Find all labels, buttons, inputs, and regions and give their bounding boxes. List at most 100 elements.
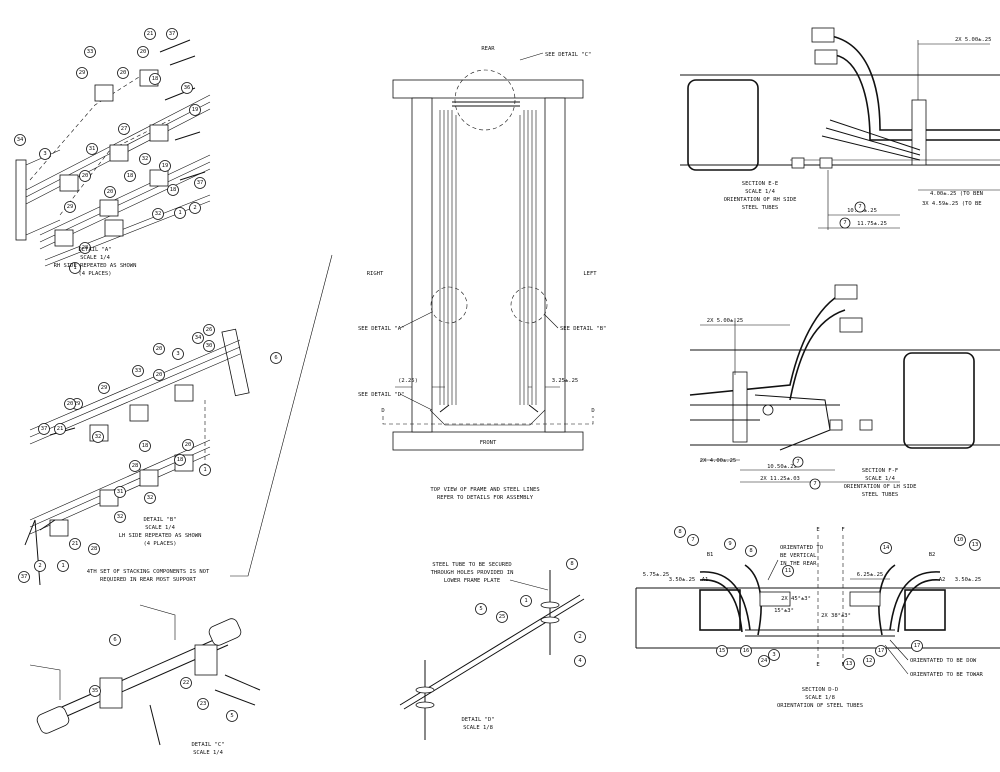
- detail-a-clamp: [104, 219, 124, 237]
- section-dd-orient-1: ORIENTATED TO: [780, 545, 823, 551]
- cut-line-d-left: D: [381, 408, 384, 414]
- callout-balloon-number: 32: [155, 211, 162, 217]
- callout-balloon-number: 28: [132, 463, 139, 469]
- callout-balloon-number: 35: [92, 688, 99, 694]
- callout-balloon: [167, 184, 179, 196]
- callout-balloon-number: 20: [82, 173, 89, 179]
- callout-balloon: [159, 160, 171, 172]
- section-ff-balloon-a: 7: [796, 459, 799, 465]
- frame-rear-crossmember: [392, 79, 584, 99]
- detail-d-title: DETAIL "D": [461, 717, 494, 723]
- detail-b-callout-circle: [510, 286, 548, 324]
- callout-balloon: [181, 82, 193, 94]
- section-dd-orient-toward: ORIENTATED TO BE TOWAR: [910, 672, 984, 678]
- section-ee-balloon-a: 7: [858, 204, 861, 210]
- detail-b-clamp: [99, 489, 119, 507]
- section-ff-dim-3: 2X 11.25±.03: [760, 476, 800, 482]
- callout-balloon-number: 21: [57, 426, 64, 432]
- callout-balloon: [166, 28, 178, 40]
- top-view-see-detail-c: SEE DETAIL "C": [545, 52, 591, 58]
- section-dd-tank-left: [699, 589, 741, 631]
- frame-right-rail: [411, 97, 433, 433]
- section-dd-a1: A1: [702, 577, 709, 583]
- callout-balloon: [144, 28, 156, 40]
- callout-balloon-number: 20: [140, 49, 147, 55]
- callout-balloon-number: 3: [772, 652, 775, 658]
- callout-balloon-number: 37: [21, 574, 28, 580]
- section-dd-dim-left-2: 3.50±.25: [669, 577, 696, 583]
- callout-balloon: [92, 431, 104, 443]
- callout-balloon: [34, 560, 46, 572]
- callout-balloon-number: 29: [74, 401, 81, 407]
- callout-balloon: [574, 631, 586, 643]
- callout-balloon: [54, 423, 66, 435]
- section-ee-dim-2: 3X 4.59±.25 (TO BE: [922, 201, 982, 207]
- section-ee-view: 2X 5.00±.25 4.00±.25 (TO BEN 3X 4.59±.25…: [680, 27, 1000, 230]
- section-ff-scale: SCALE 1/4: [865, 476, 895, 482]
- detail-b-clamp: [139, 469, 159, 487]
- callout-balloon: [875, 645, 887, 657]
- callout-balloon: [863, 655, 875, 667]
- callout-balloon-number: 8: [749, 548, 752, 554]
- section-ee-balloon-b: 7: [843, 220, 846, 226]
- callout-balloon-number: 1: [178, 210, 181, 216]
- steel-lines-left: [519, 110, 537, 405]
- top-view-caption-1: TOP VIEW OF FRAME AND STEEL LINES: [430, 487, 539, 493]
- callout-balloon-number: 29: [79, 70, 86, 76]
- section-dd-tubes-left: [699, 564, 762, 636]
- callout-balloon: [687, 534, 699, 546]
- callout-balloon-number: 3: [43, 151, 46, 157]
- section-dd-orient-3: IN THE REAR: [780, 561, 817, 567]
- callout-balloon-number: 31: [89, 146, 96, 152]
- detail-a-clamp: [149, 169, 169, 187]
- callout-balloon: [226, 710, 238, 722]
- callout-balloon-number: 27: [121, 126, 128, 132]
- detail-a-scale: SCALE 1/4: [80, 255, 110, 261]
- callout-balloon: [64, 201, 76, 213]
- callout-balloon: [172, 348, 184, 360]
- callout-balloon-number: 13: [972, 542, 979, 548]
- section-ff-dim-top: 2X 5.00±.25: [707, 318, 743, 324]
- callout-balloon-number: 32: [142, 156, 149, 162]
- callout-balloon: [79, 242, 91, 254]
- section-ff-dim-2: 10.50±.25: [767, 464, 797, 470]
- section-ff-dim-1: 2X 4.00±.25: [700, 458, 736, 464]
- callout-balloon-number: 3: [176, 351, 179, 357]
- callout-balloon: [124, 170, 136, 182]
- callout-balloon: [199, 464, 211, 476]
- callout-balloon: [969, 539, 981, 551]
- callout-balloon-number: 8: [570, 561, 573, 567]
- callout-balloon: [880, 542, 892, 554]
- callout-balloon: [203, 340, 215, 352]
- detail-b-note: LH SIDE REPEATED AS SHOWN: [119, 533, 202, 539]
- detail-a-note: RH SIDE REPEATED AS SHOWN: [54, 263, 137, 269]
- section-dd-a2: A2: [939, 577, 946, 583]
- section-ff-frame-rail: [690, 349, 1000, 446]
- callout-balloon-number: 30: [206, 343, 213, 349]
- callout-balloon-number: 16: [743, 648, 750, 654]
- detail-b-stacking-note-2: REQUIRED IN REAR MOST SUPPORT: [100, 577, 197, 583]
- section-ee-dim-4: 11.75±.25: [857, 221, 887, 227]
- detail-d-scale: SCALE 1/8: [463, 725, 493, 731]
- callout-balloon-number: 18: [170, 187, 177, 193]
- detail-b-places: (4 PLACES): [143, 541, 176, 547]
- callout-balloon: [79, 170, 91, 182]
- section-dd-cut-f-top: F: [841, 527, 844, 533]
- callout-balloon: [768, 649, 780, 661]
- callout-balloon: [64, 398, 76, 410]
- section-dd-angle-2: 15°±3°: [774, 608, 794, 614]
- callout-balloon-number: 31: [117, 489, 124, 495]
- detail-b-bracket-plate: [221, 328, 250, 397]
- section-ff-note-2: STEEL TUBES: [862, 492, 898, 498]
- callout-balloon-number: 2: [38, 563, 41, 569]
- section-dd-dim-mid: 6.25±.25: [857, 572, 884, 578]
- frame-front-crossmember: [392, 431, 584, 451]
- callout-balloon: [86, 143, 98, 155]
- cut-line-d-right: D: [591, 408, 594, 414]
- callout-balloon-number: 11: [785, 568, 792, 574]
- section-ff-view: 2X 5.00±.25 2X 4.00±.25 10.50±.25 2X 11.…: [689, 284, 1000, 498]
- callout-balloon: [954, 534, 966, 546]
- callout-balloon-number: 21: [147, 31, 154, 37]
